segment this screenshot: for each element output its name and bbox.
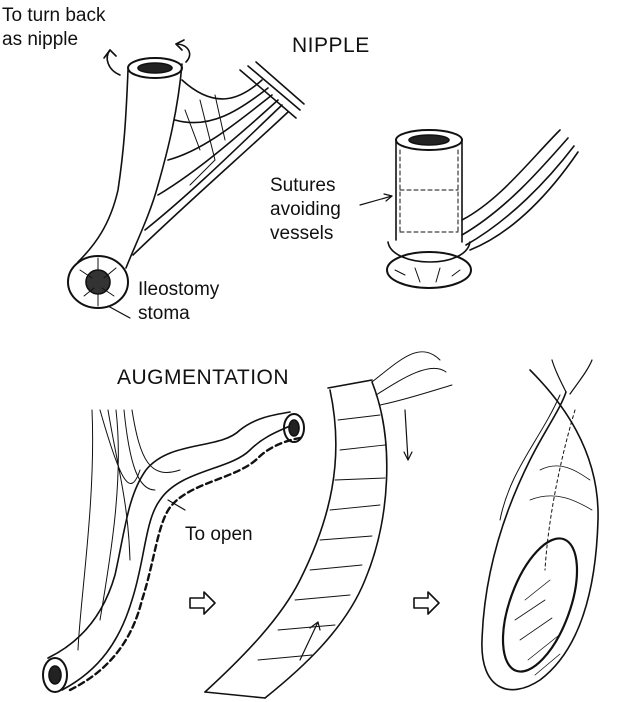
sutures-label-line3: vessels [270,222,333,245]
nipple-loop-drawing [68,40,304,318]
ileostomy-label-line2: stoma [138,302,190,325]
ileostomy-label-line1: Ileostomy [138,278,219,301]
to-open-label: To open [185,523,253,546]
turn-back-label-line2: as nipple [2,28,78,51]
sutures-label-line2: avoiding [270,198,341,221]
nipple-heading: NIPPLE [292,34,370,57]
augmented-pouch-drawing [482,360,598,690]
arrow-right-icon [414,592,439,614]
sutures-label-line1: Sutures [270,174,335,197]
augmentation-heading: AUGMENTATION [117,366,289,389]
turn-back-label-line1: To turn back [2,4,106,27]
nipple-formed-drawing [360,130,578,288]
arrow-right-icon [190,592,215,614]
augmentation-loop-drawing [43,410,304,692]
